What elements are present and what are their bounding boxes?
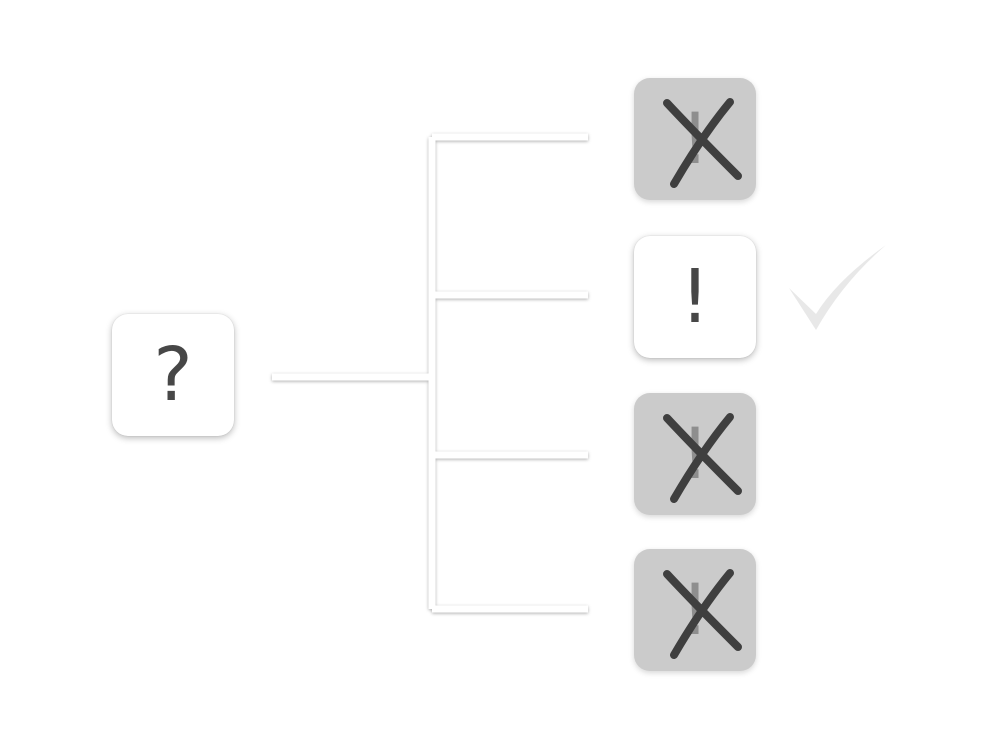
option-card-4-rejected: ! [634,549,756,671]
cross-icon [663,98,742,188]
cross-icon [663,413,742,503]
option-card-2-selected: ! [634,236,756,358]
option-symbol: ! [680,254,710,340]
option-card-1-rejected: ! [634,78,756,200]
question-mark-symbol: ? [153,332,193,418]
cross-icon [663,569,742,659]
option-card-3-rejected: ! [634,393,756,515]
checkmark-icon [789,245,886,330]
question-card: ? [112,314,234,436]
